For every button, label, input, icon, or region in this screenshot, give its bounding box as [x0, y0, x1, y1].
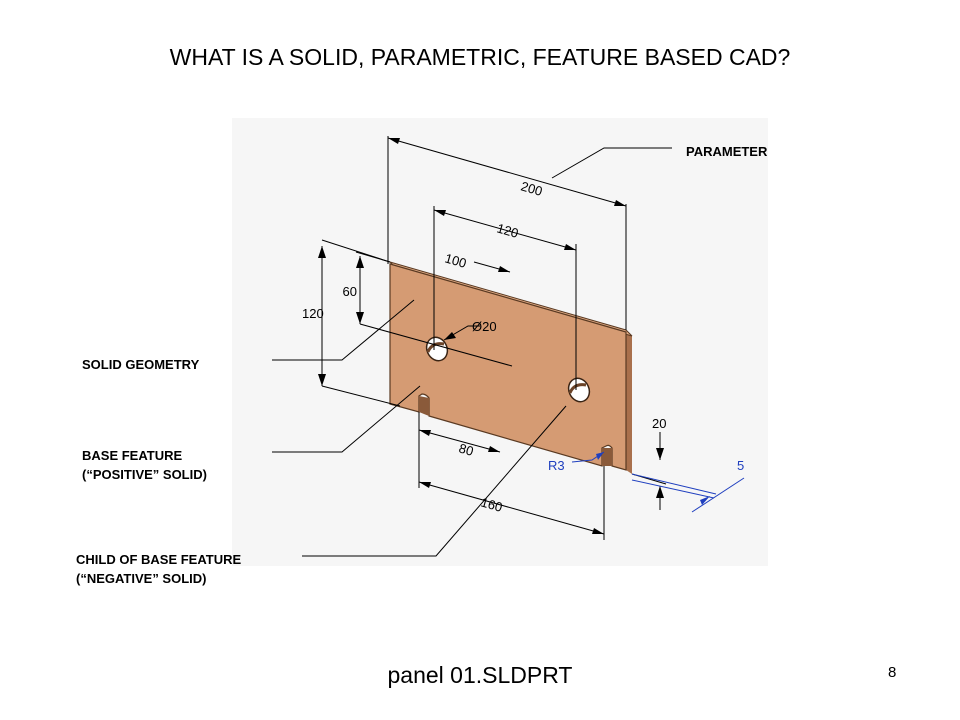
- dim-slot-depth: 20: [652, 416, 666, 431]
- callout-solid-geometry: SOLID GEOMETRY: [82, 357, 200, 372]
- callout-child-feature-line2: (“NEGATIVE” SOLID): [76, 571, 207, 586]
- plate-side-edge: [626, 332, 632, 474]
- blue-arrowheads: [596, 452, 710, 505]
- dimension-arrowheads: [318, 138, 664, 534]
- callout-base-feature: BASE FEATURE (“POSITIVE” SOLID): [82, 446, 207, 484]
- dim-overall-width: 200: [519, 178, 544, 198]
- page-number: 8: [888, 664, 897, 681]
- slide-footer: panel 01.SLDPRT: [387, 662, 573, 688]
- callout-leaders: [272, 147, 672, 557]
- dim-hole-spacing: 120: [495, 220, 520, 240]
- dim-height-total: 120: [302, 306, 324, 321]
- dim-height-half: 60: [343, 284, 357, 299]
- dim-hole-offset: 100: [443, 250, 468, 270]
- dim-slot-radius: R3: [548, 458, 565, 473]
- callout-child-feature: CHILD OF BASE FEATURE (“NEGATIVE” SOLID): [76, 550, 241, 588]
- callout-parameter: PARAMETER: [686, 144, 768, 159]
- callout-child-feature-line1: CHILD OF BASE FEATURE: [76, 552, 242, 567]
- callout-base-feature-line2: (“POSITIVE” SOLID): [82, 467, 207, 482]
- left-slot-cut: [419, 396, 429, 416]
- callout-base-feature-line1: BASE FEATURE: [82, 448, 183, 463]
- dim-hole-diameter: Ø20: [472, 319, 497, 334]
- dim-slot-offset: 80: [457, 440, 475, 458]
- slide-title: WHAT IS A SOLID, PARAMETRIC, FEATURE BAS…: [169, 44, 791, 70]
- right-slot-cut: [602, 448, 612, 466]
- blue-dimension-lines: [571, 451, 745, 513]
- dim-thickness: 5: [737, 458, 744, 473]
